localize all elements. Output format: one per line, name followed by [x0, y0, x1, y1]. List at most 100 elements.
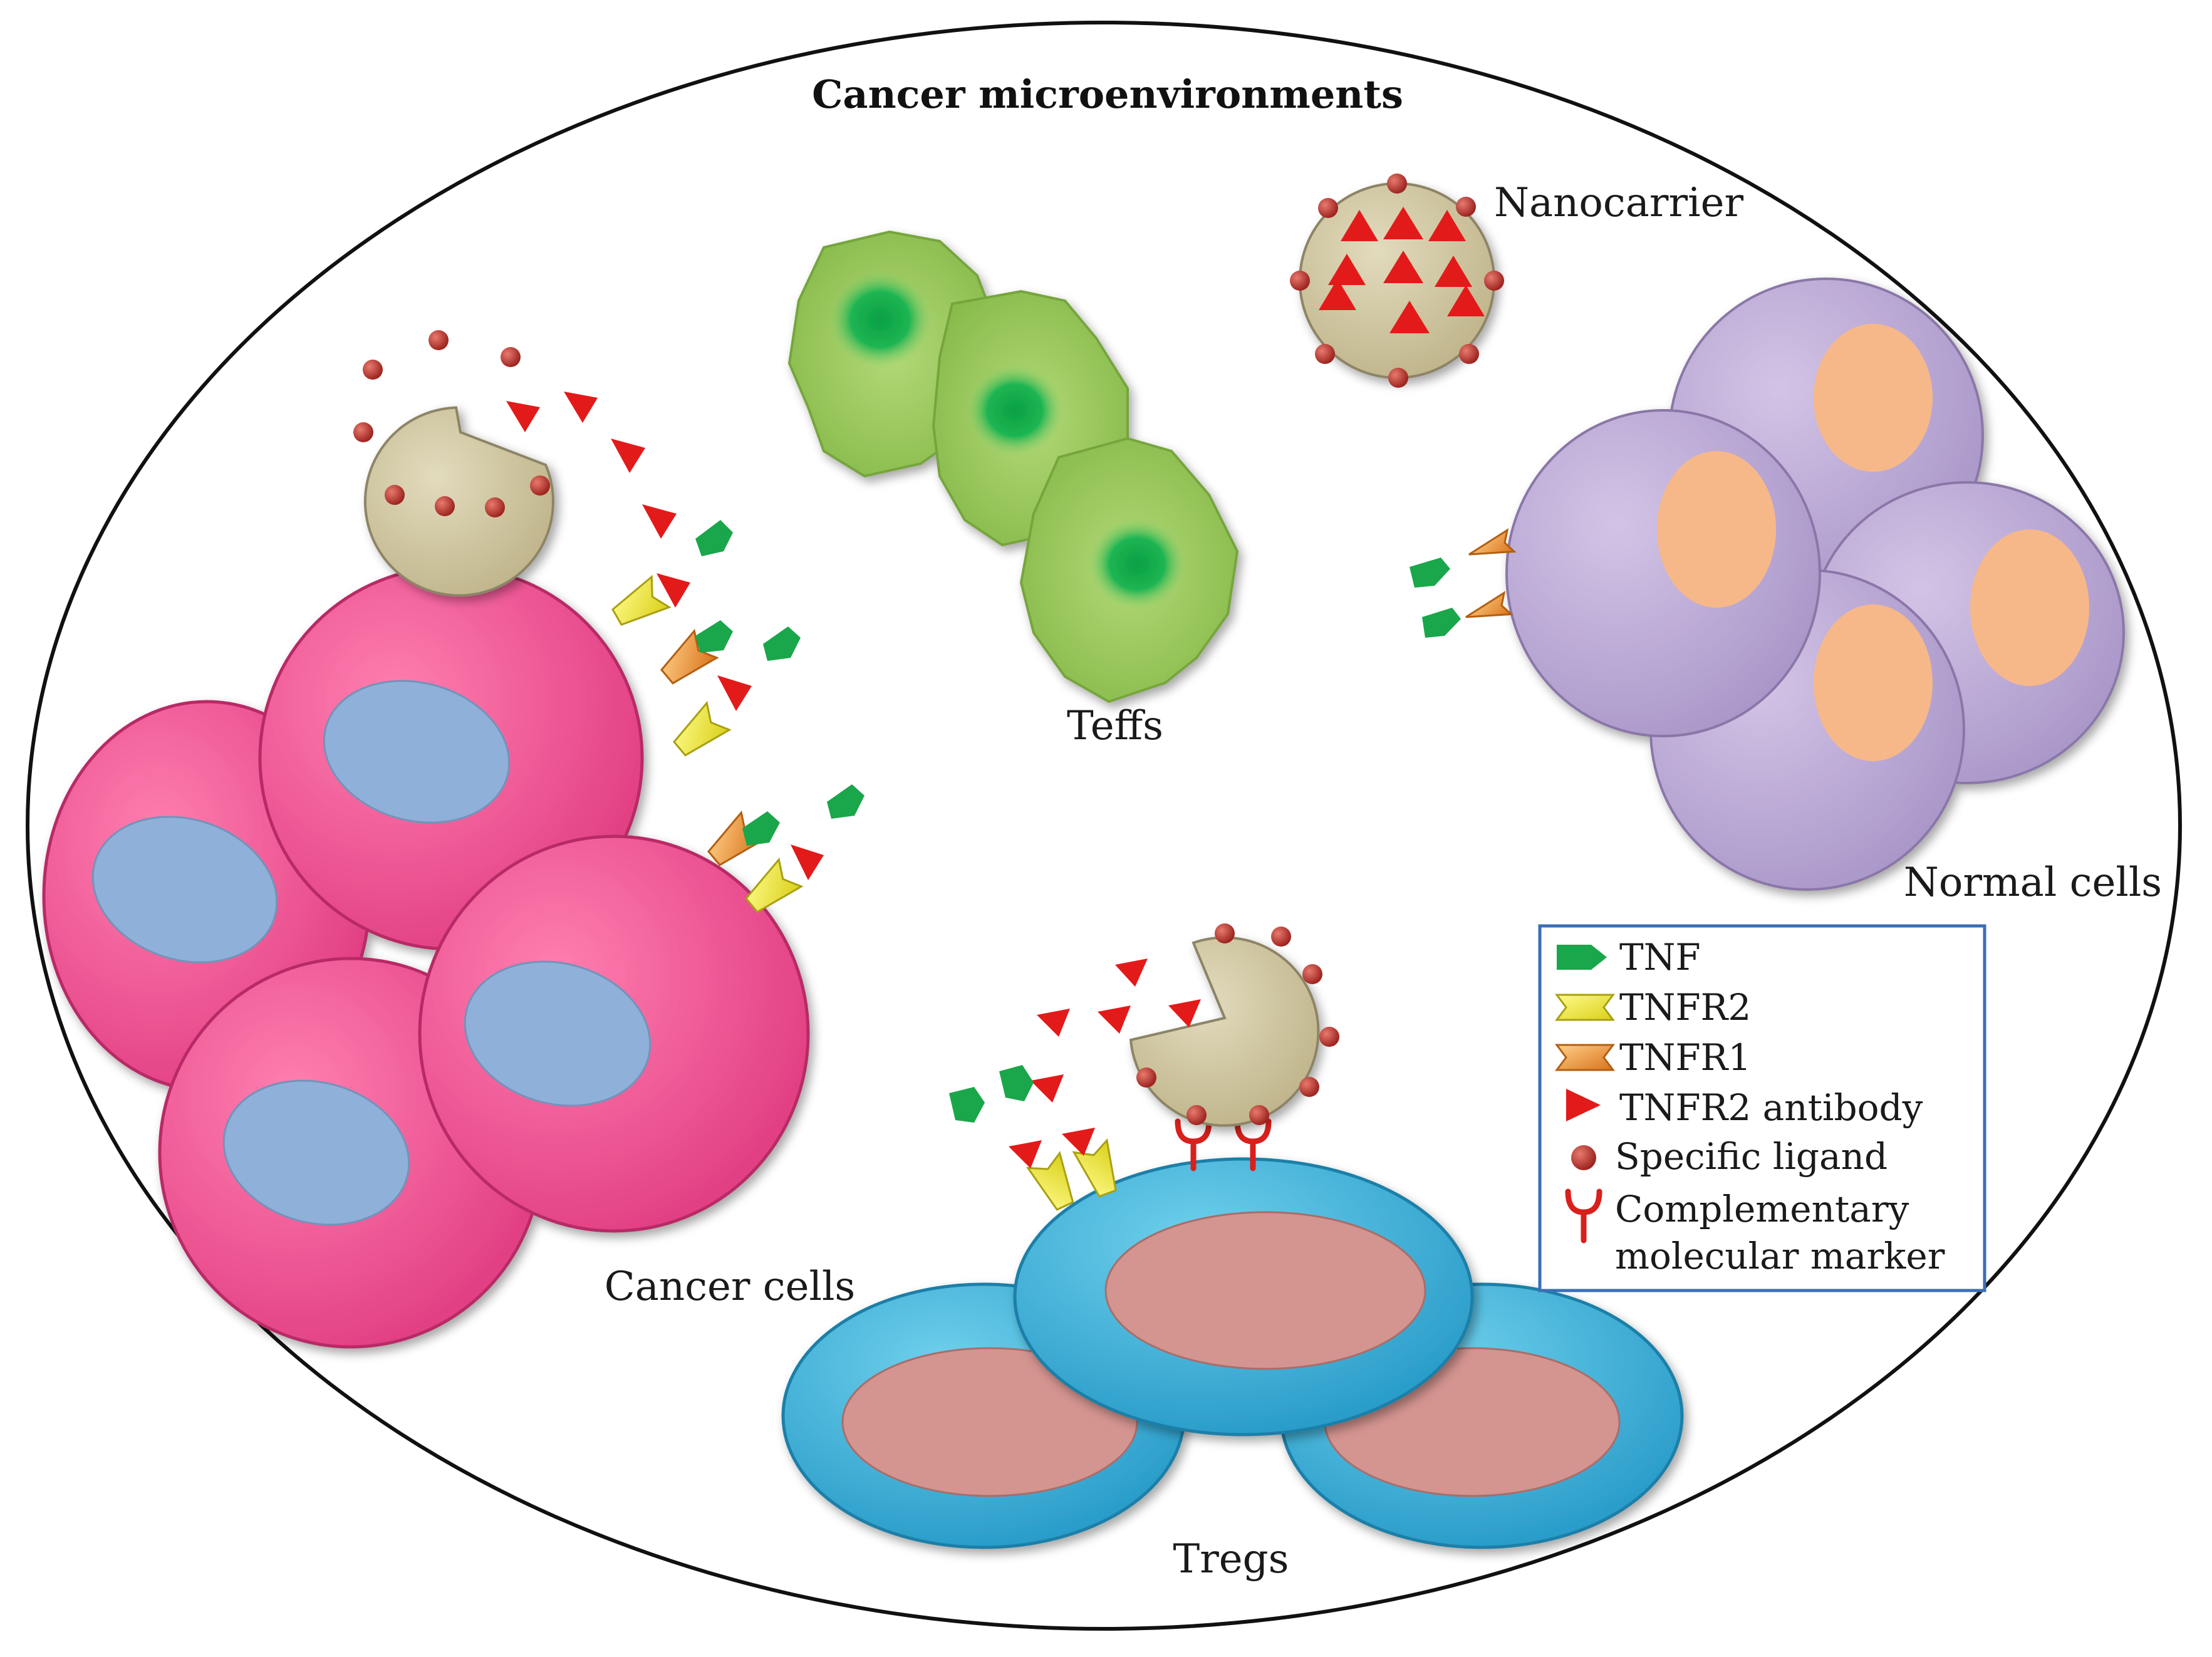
specific-ligand-icon — [1299, 1077, 1319, 1097]
specific-ligand-icon — [435, 496, 455, 516]
specific-ligand-icon — [1215, 923, 1235, 943]
tnfr2-antibody-icon — [1031, 1074, 1064, 1103]
specific-ligand-icon — [1387, 174, 1407, 194]
cancer-nucleus — [464, 960, 652, 1107]
normal-nucleus — [1814, 324, 1933, 472]
specific-ligand-icon — [1315, 344, 1335, 364]
treg-receptors — [1026, 1138, 1117, 1211]
tnfr2-antibody-icon — [1168, 999, 1201, 1027]
teff-nucleus — [965, 363, 1065, 457]
tnfr2-antibody-icon — [1447, 285, 1485, 316]
tnfr2-icon — [1555, 994, 1615, 1021]
tnfr2-antibody-icon — [642, 504, 677, 539]
nanocarrier-ligands — [1290, 174, 1504, 388]
tnfr2-antibody-icon — [1062, 1128, 1095, 1156]
specific-ligand-icon — [1571, 1145, 1596, 1170]
tnf-icon — [695, 520, 733, 556]
legend-label: TNFR2 — [1619, 986, 1751, 1029]
tnfr2-antibody-icon — [1009, 1140, 1042, 1168]
treg-markers — [1175, 1118, 1272, 1171]
specific-ligand-icon — [1319, 1027, 1339, 1047]
specific-ligand-icon — [1484, 271, 1504, 291]
legend-label: Complementary — [1615, 1188, 1909, 1230]
specific-ligand-icon — [1136, 1067, 1156, 1088]
tnfr2-antibody-icon — [1115, 958, 1148, 987]
normal-nucleus — [1814, 605, 1933, 761]
tnf-icon — [999, 1065, 1034, 1101]
normal-cells-label: Normal cells — [1904, 860, 2162, 906]
legend-label: TNFR1 — [1619, 1036, 1751, 1079]
tnf-icon — [742, 811, 780, 846]
legend-label: Specific ligand — [1615, 1135, 1887, 1178]
molecular-marker-icon — [1234, 1118, 1272, 1171]
tnfr2-antibody-icon — [657, 573, 690, 608]
cancer-tnf — [695, 520, 865, 846]
tnfr2-antibody-icon — [1383, 207, 1423, 239]
normal-cells — [1505, 278, 2125, 891]
molecular-marker-icon — [1175, 1118, 1212, 1171]
specific-ligand-icon — [501, 347, 521, 367]
specific-ligand-icon — [1456, 197, 1476, 217]
tregs-label: Tregs — [1173, 1536, 1289, 1582]
cancer-cells-label: Cancer cells — [605, 1264, 856, 1310]
legend-label: TNFR2 antibody — [1619, 1086, 1923, 1129]
normal-cell-receptors — [1410, 528, 1517, 638]
tnfr1-icon — [1555, 1044, 1615, 1071]
cancer-receptors — [611, 574, 804, 913]
cancer-nucleus — [91, 816, 278, 964]
tnfr2-antibody-icon — [1383, 251, 1423, 283]
tnfr2-antibody-icon — [506, 401, 540, 432]
specific-ligand-icon — [1290, 271, 1310, 291]
tnfr2-antibody-icon — [1566, 1089, 1601, 1121]
tnfr2-antibody-icon — [1389, 301, 1430, 333]
legend-label-continued: molecular marker — [1615, 1235, 1945, 1277]
tnfr2-antibody-icon — [1435, 256, 1472, 287]
molecular-marker-icon — [1565, 1188, 1602, 1244]
tnfr2-icon — [1026, 1151, 1074, 1211]
tnfr2-antibody-icon — [717, 675, 752, 711]
tnf-icon — [1557, 945, 1607, 970]
normal-nucleus — [1970, 529, 2089, 686]
tnfr2-antibody-icon — [1037, 1009, 1070, 1037]
tnfr2-icon — [745, 857, 804, 913]
cancer-nucleus — [323, 680, 511, 824]
specific-ligand-icon — [485, 497, 505, 517]
tnf-icon — [695, 620, 733, 653]
cancer-cells — [42, 565, 810, 1349]
legend-label: TNF — [1619, 936, 1701, 979]
treg-tnf — [949, 1065, 1034, 1123]
treg-cells — [781, 1157, 1684, 1549]
treg-nucleus — [841, 1347, 1138, 1497]
tnf-icon — [1422, 608, 1461, 638]
tnfr2-antibody-icon — [1319, 279, 1356, 310]
tnfr2-antibody-icon — [1341, 210, 1378, 241]
specific-ligand-icon — [1271, 927, 1291, 947]
nanocarrier-label: Nanocarrier — [1494, 180, 1743, 226]
treg-antibodies — [1009, 958, 1201, 1168]
tnfr1-icon — [660, 628, 719, 685]
specific-ligand-icon — [1186, 1105, 1207, 1125]
teff-nucleus — [827, 269, 933, 370]
teffs-label: Teffs — [1067, 703, 1163, 749]
nanocarrier-pacman-cancer — [353, 330, 554, 597]
tnfr1-icon — [1465, 591, 1514, 618]
specific-ligand-icon — [1459, 344, 1479, 364]
tnf-icon — [1410, 558, 1450, 588]
tnfr2-icon — [673, 700, 732, 757]
specific-ligand-icon — [428, 330, 449, 350]
normal-nucleus — [1657, 451, 1776, 608]
nanocarrier-payload — [1319, 207, 1485, 333]
nanocarrier — [1290, 174, 1504, 388]
specific-ligand-icon — [1249, 1105, 1269, 1125]
tnfr2-icon — [1072, 1138, 1117, 1198]
tnf-icon — [763, 626, 801, 661]
cancer-antibodies — [506, 392, 824, 880]
legend-box — [1538, 924, 1986, 1292]
teff-cells — [787, 230, 1239, 704]
tnfr2-antibody-icon — [611, 439, 645, 473]
cancer-nucleus — [222, 1079, 410, 1226]
legend: TNF TNFR2 TNFR1 TNFR2 antibody Specific … — [1538, 924, 1986, 1292]
tnfr2-antibody-icon — [1428, 210, 1466, 241]
tnf-icon — [949, 1087, 985, 1123]
specific-ligand-icon — [1388, 368, 1408, 388]
